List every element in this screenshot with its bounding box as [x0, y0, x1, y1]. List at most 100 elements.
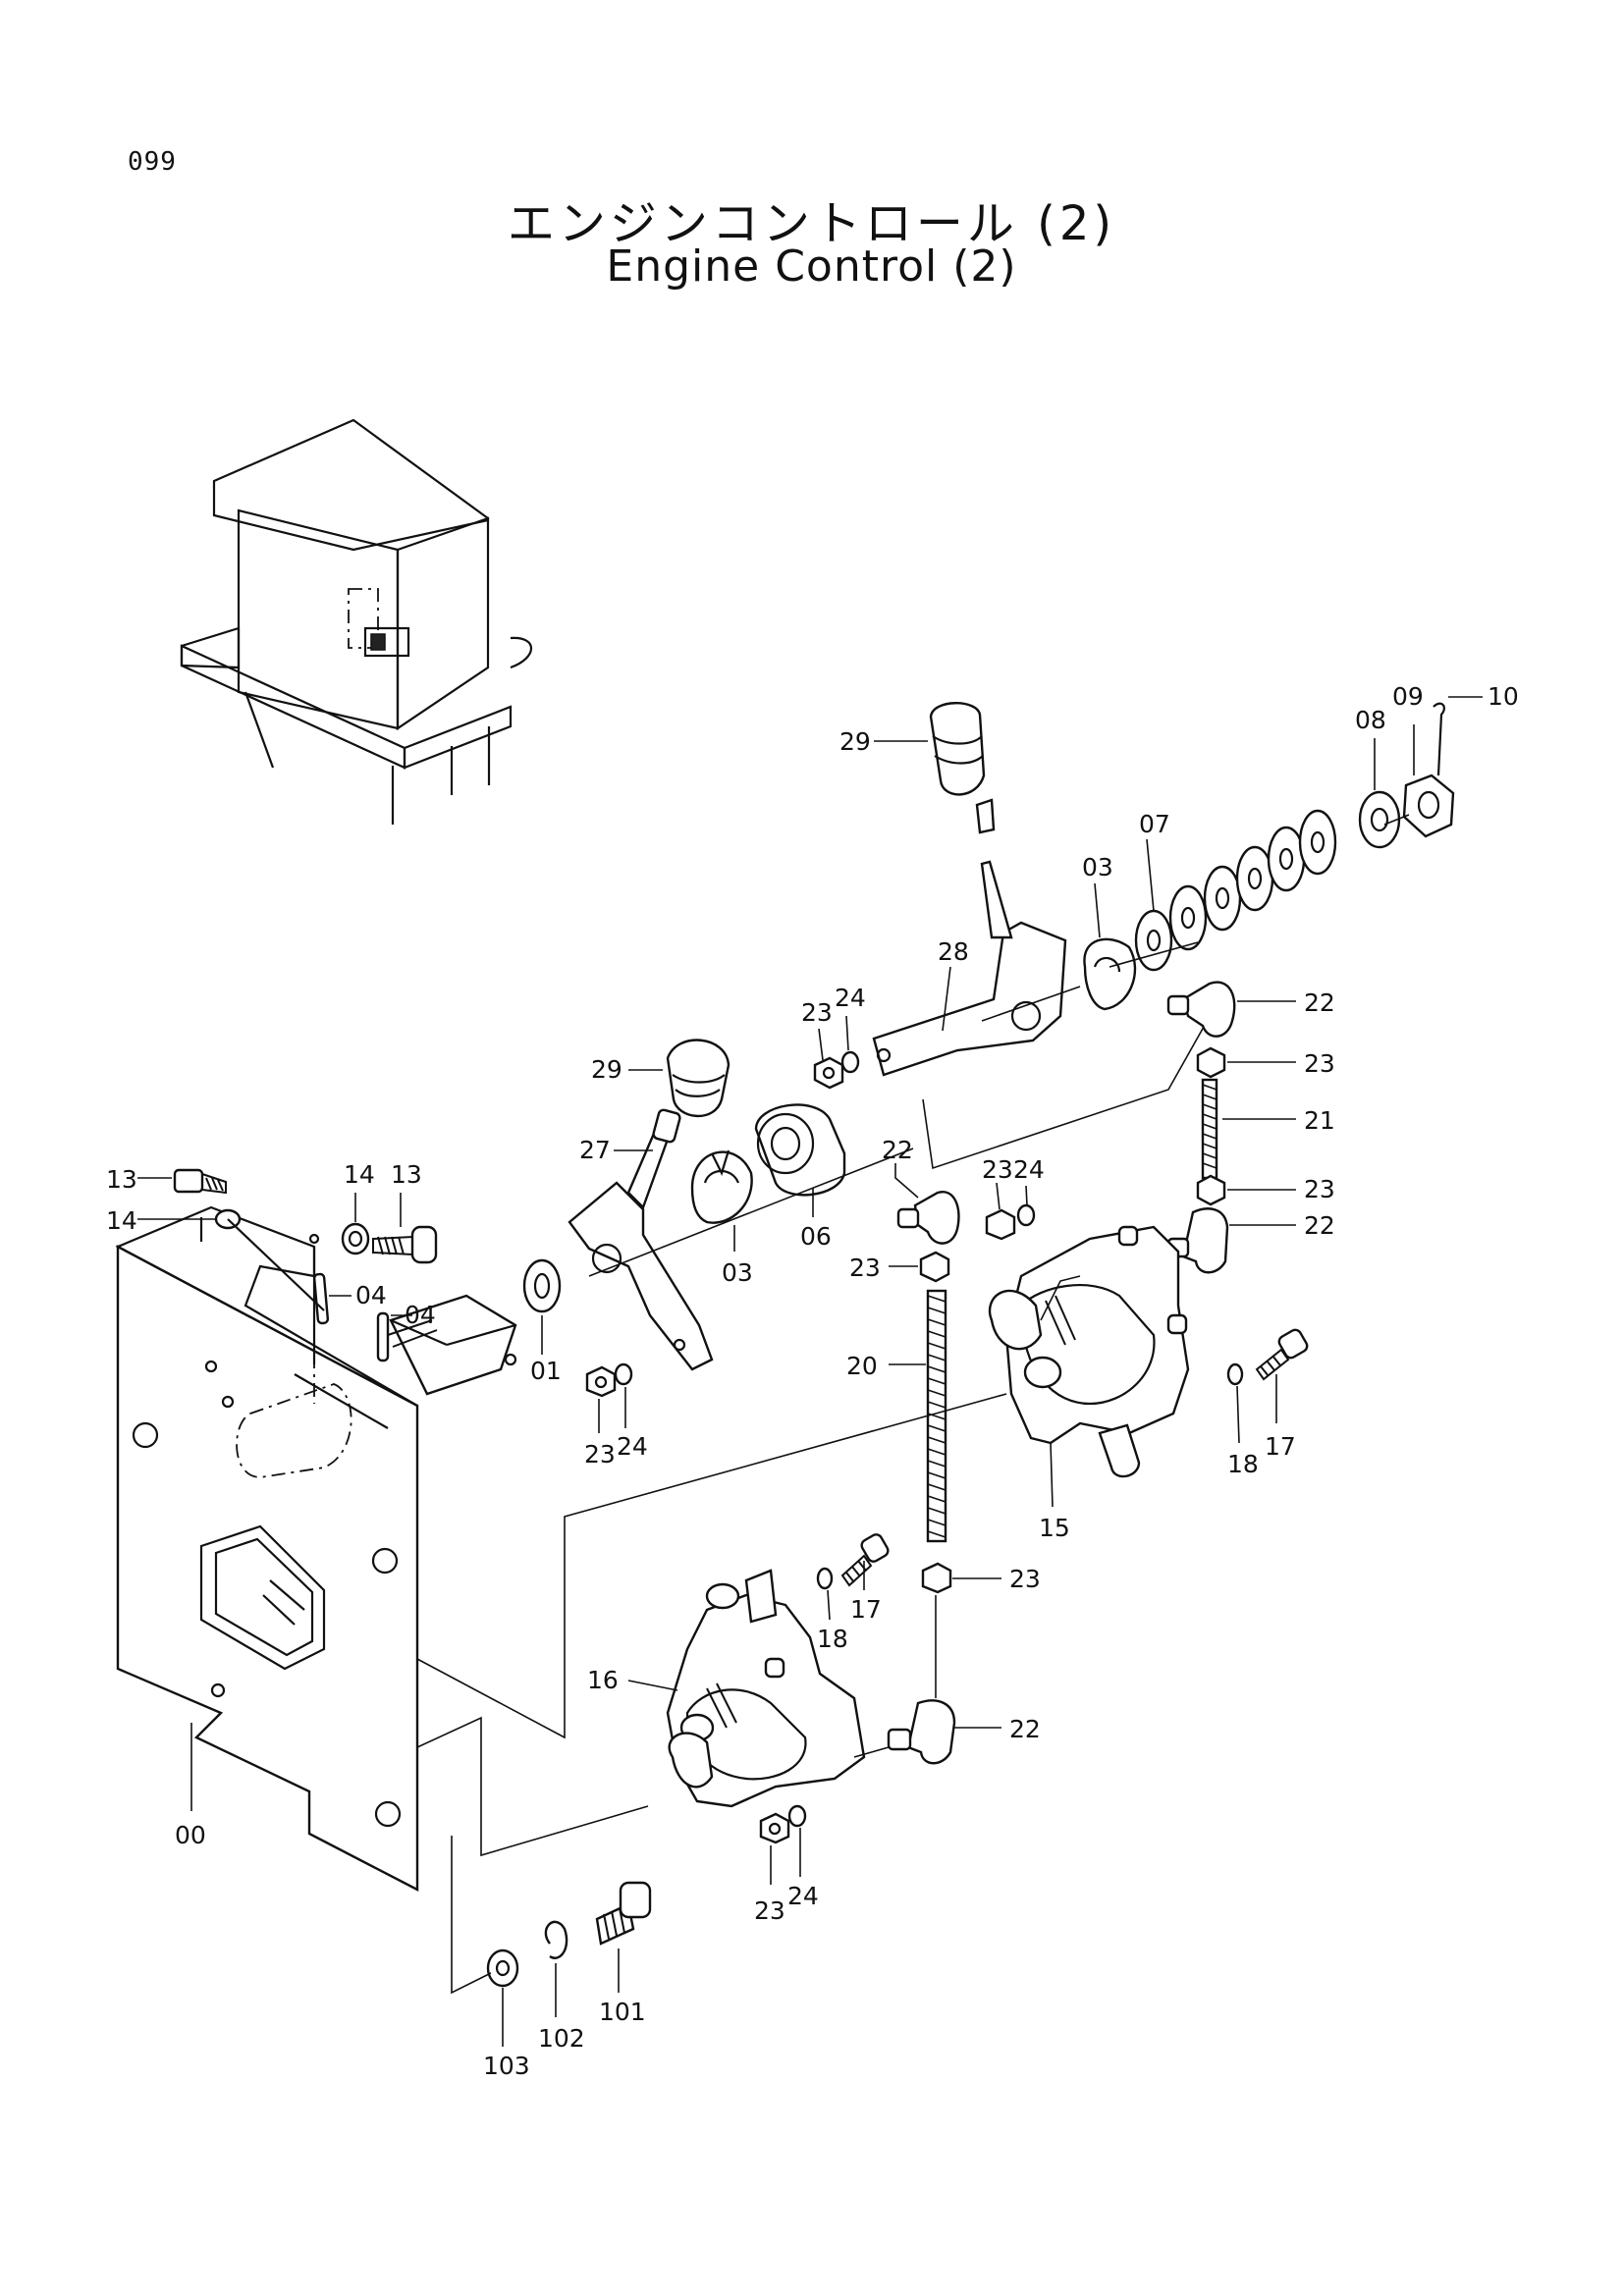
callout-04-right: 04 — [405, 1301, 436, 1329]
callout-13-left: 13 — [106, 1165, 137, 1194]
axis-line-rod — [922, 1010, 1214, 1170]
callout-18-lower: 18 — [817, 1625, 848, 1653]
lever-27 — [568, 1039, 730, 1371]
governor-unit-15 — [989, 1225, 1190, 1478]
snap-ring-102 — [544, 1920, 568, 1959]
axis-line-upper — [588, 814, 1410, 1277]
title-japanese: エンジンコントロール (2) — [507, 196, 1116, 251]
threaded-rod-20 — [926, 1289, 947, 1543]
callout-20: 20 — [846, 1352, 878, 1380]
nut-09 — [1402, 774, 1455, 838]
callout-23-upper: 23 — [801, 998, 833, 1027]
callout-29-upper: 29 — [839, 727, 871, 756]
callout-23-rod-bottom: 23 — [1304, 1175, 1335, 1203]
washer-24-lever27 — [614, 1362, 633, 1386]
callout-24-middle: 24 — [1013, 1155, 1045, 1184]
callout-29-lower: 29 — [591, 1055, 622, 1084]
callout-06: 06 — [800, 1222, 832, 1251]
bolt-13-left — [173, 1168, 227, 1195]
page-number: 099 — [128, 147, 177, 177]
washer-14-right — [308, 1222, 370, 1255]
title-english: Engine Control (2) — [606, 241, 1017, 292]
callout-103: 103 — [483, 2052, 530, 2080]
callout-13-right: 13 — [391, 1160, 422, 1189]
callout-23-middle: 23 — [982, 1155, 1013, 1184]
callout-22-middle: 22 — [882, 1136, 913, 1164]
callout-10: 10 — [1488, 682, 1519, 711]
washer-24-middle — [1016, 1203, 1036, 1227]
callout-27: 27 — [579, 1136, 611, 1164]
callout-03-lower: 03 — [722, 1258, 753, 1287]
callout-labels: 29 08 09 10 07 03 28 23 24 22 23 21 29 2… — [106, 682, 1519, 2080]
callout-102: 102 — [538, 2024, 585, 2053]
elbow-joint-22-lower — [853, 1699, 956, 1765]
spacer-06 — [754, 1103, 846, 1197]
bolt-17-lower — [840, 1533, 890, 1587]
leader-lines — [137, 696, 1483, 2047]
callout-21: 21 — [1304, 1106, 1335, 1135]
location-inset-drawing — [180, 418, 532, 825]
washer-18-lower — [816, 1567, 834, 1590]
leader-line-governor-to-plate — [416, 1393, 1007, 1739]
callout-22-mid-right: 22 — [1304, 1211, 1335, 1240]
washer-103 — [486, 1949, 519, 1988]
nut-23-lever27 — [585, 1365, 617, 1398]
nut-23-bottom — [759, 1812, 790, 1844]
callout-07: 07 — [1139, 810, 1170, 838]
callout-08: 08 — [1355, 706, 1386, 734]
lever-28 — [872, 702, 1067, 1077]
washer-08 — [1358, 790, 1401, 849]
elbow-joint-22-top — [1166, 981, 1236, 1038]
base-plate — [115, 1205, 419, 1892]
friction-washer-stack-07 — [1134, 809, 1337, 972]
leader-line-plate-lower — [416, 1716, 649, 1857]
nut-23-rod-top — [1196, 1046, 1226, 1079]
washer-18-right — [1226, 1362, 1244, 1386]
callout-14-right: 14 — [344, 1160, 375, 1189]
threaded-rod-21 — [1201, 1078, 1218, 1180]
callout-23-center: 23 — [849, 1254, 881, 1282]
bolt-17-right — [1255, 1328, 1309, 1381]
callout-24-bottom: 24 — [787, 1882, 819, 1910]
governor-unit-16 — [666, 1569, 866, 1808]
callout-01: 01 — [530, 1357, 562, 1385]
washer-24-bottom — [787, 1804, 807, 1828]
spring-pins — [312, 1272, 438, 1362]
callout-24-upper: 24 — [835, 984, 866, 1012]
nut-23-rod-bottom — [1196, 1174, 1226, 1206]
nut-23-upper — [813, 1056, 844, 1090]
callout-23-rod-top: 23 — [1304, 1049, 1335, 1078]
callout-18-right: 18 — [1227, 1450, 1259, 1478]
cotter-pin-10 — [1433, 702, 1445, 776]
callout-24-lever27: 24 — [617, 1432, 648, 1461]
leader-line-103 — [451, 1836, 492, 1995]
callout-101: 101 — [599, 1998, 646, 2026]
callout-22-lower: 22 — [1009, 1715, 1041, 1743]
callout-17-right: 17 — [1265, 1432, 1296, 1461]
callout-22-top: 22 — [1304, 988, 1335, 1017]
elbow-joint-22-middle — [896, 1191, 960, 1245]
washer-24-upper — [840, 1050, 860, 1074]
clamp-03-right — [1083, 937, 1137, 1011]
callout-14-left: 14 — [106, 1206, 137, 1235]
bolt-13-right — [372, 1225, 438, 1264]
callout-23-lever27: 23 — [584, 1440, 616, 1468]
callout-16: 16 — [587, 1666, 619, 1694]
fitting-101 — [595, 1881, 652, 1946]
callout-09: 09 — [1392, 682, 1424, 711]
callout-03-upper: 03 — [1082, 853, 1113, 881]
washer-01 — [522, 1258, 562, 1313]
callout-23-bottom: 23 — [754, 1896, 785, 1925]
shaft-boss — [236, 1294, 517, 1478]
nut-23-middle — [985, 1208, 1016, 1241]
callout-04-left: 04 — [355, 1281, 387, 1309]
nut-23-lower-rod — [921, 1562, 952, 1594]
callout-23-lower-rod: 23 — [1009, 1565, 1041, 1593]
washer-14-left — [214, 1208, 325, 1311]
callout-17-lower: 17 — [850, 1595, 882, 1624]
clamp-03-left — [690, 1149, 753, 1224]
callout-00: 00 — [175, 1821, 206, 1849]
callout-28: 28 — [938, 937, 969, 966]
callout-15: 15 — [1039, 1514, 1070, 1542]
